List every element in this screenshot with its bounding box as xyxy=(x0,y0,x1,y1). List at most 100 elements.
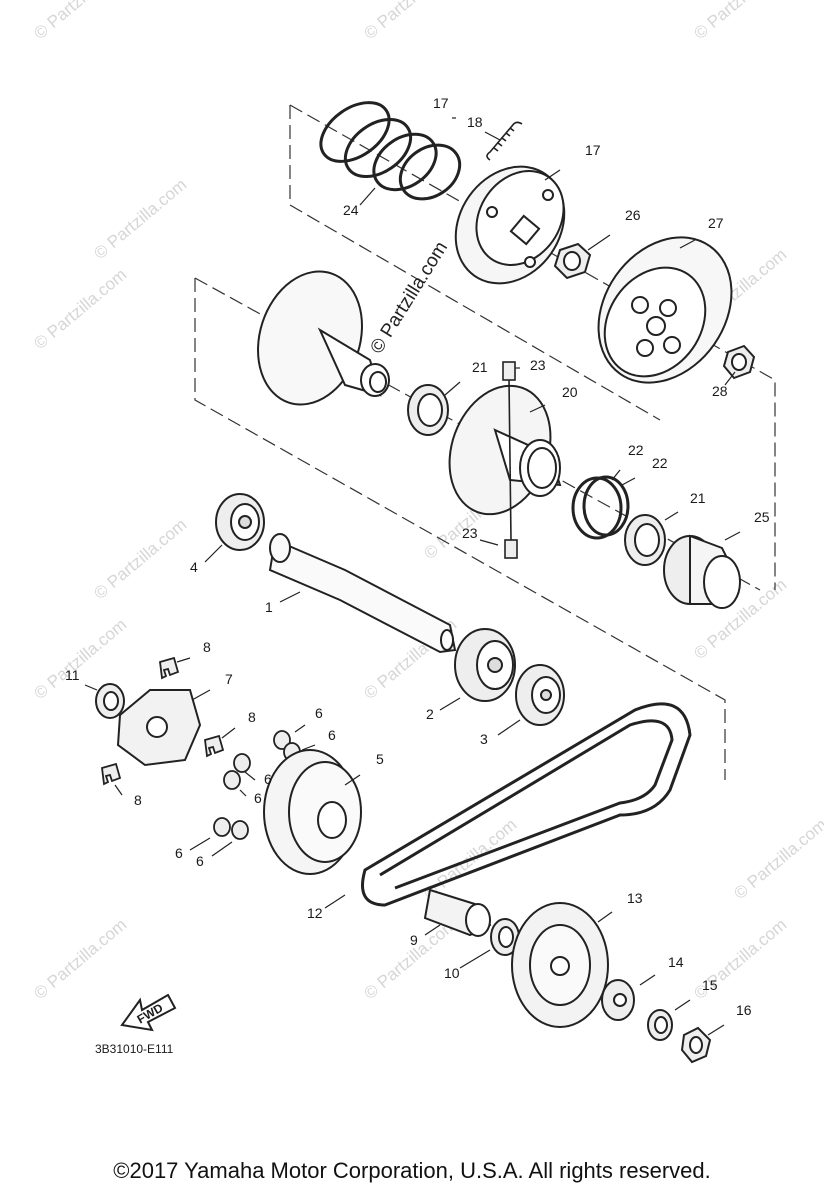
callout-label-13: 13 xyxy=(627,890,643,906)
callout-label-23: 23 xyxy=(462,525,478,541)
watermark-text: © Partzilla.com xyxy=(360,0,460,43)
callout-leader-8 xyxy=(176,657,191,663)
copyright-notice: ©2017 Yamaha Motor Corporation, U.S.A. A… xyxy=(113,1158,711,1183)
callout-leader-6 xyxy=(211,841,233,857)
callout-leader-20 xyxy=(529,404,546,413)
part-14-plate xyxy=(601,979,635,1021)
callout-leader-6 xyxy=(301,744,316,751)
part-8-sliders xyxy=(101,656,225,786)
callout-leader-22 xyxy=(611,469,621,481)
callout-leader-22 xyxy=(621,477,636,486)
callout-label-1: 1 xyxy=(265,599,273,615)
callout-label-25: 25 xyxy=(754,509,770,525)
callout-leader-23 xyxy=(479,539,499,546)
callout-label-21: 21 xyxy=(472,359,488,375)
callout-leader-8 xyxy=(114,784,123,796)
part-23-pins xyxy=(502,361,518,559)
callout-leader-13 xyxy=(597,911,613,923)
part-24-spring xyxy=(319,101,462,201)
callout-label-16: 16 xyxy=(736,1002,752,1018)
callout-leader-15 xyxy=(674,999,691,1011)
callout-label-8: 8 xyxy=(203,639,211,655)
callout-label-6: 6 xyxy=(328,727,336,743)
callout-label-17: 17 xyxy=(433,95,449,111)
callout-leader-6 xyxy=(239,789,247,797)
callout-leader-6 xyxy=(294,724,306,733)
watermark-text: © Partzilla.com xyxy=(30,265,130,353)
callout-leader-9 xyxy=(424,924,441,936)
callout-leader-24 xyxy=(359,187,376,206)
callout-leader-1 xyxy=(279,591,301,603)
part-2-bearing xyxy=(454,628,516,702)
part-28-nut xyxy=(722,344,756,380)
callout-leader-6 xyxy=(189,837,211,851)
callout-label-28: 28 xyxy=(712,383,728,399)
watermark-text: © Partzilla.com xyxy=(690,0,790,43)
callout-leader-21 xyxy=(664,511,679,521)
callout-label-2: 2 xyxy=(426,706,434,722)
callout-leader-14 xyxy=(639,974,656,986)
secondary-fixed-sheave xyxy=(257,270,390,406)
callout-leader-17 xyxy=(544,169,561,181)
part-10-washer xyxy=(490,918,520,956)
part-13-fan-sheave xyxy=(511,902,609,1028)
part-25-collar xyxy=(663,534,741,609)
callout-label-15: 15 xyxy=(702,977,718,993)
callout-leader-21 xyxy=(444,381,461,396)
part-26-nut xyxy=(553,242,592,280)
callout-leader-8 xyxy=(221,727,236,739)
part-27-clutch-housing xyxy=(597,236,733,384)
callout-label-24: 24 xyxy=(343,202,359,218)
callout-label-7: 7 xyxy=(225,671,233,687)
part-21-oil-seal-upper xyxy=(407,384,449,436)
part-5-primary-sheave xyxy=(263,749,362,875)
part-4-bearing xyxy=(215,493,265,551)
callout-label-11: 11 xyxy=(65,667,80,683)
callout-label-22: 22 xyxy=(628,442,644,458)
callout-leader-18 xyxy=(484,131,501,141)
callout-leader-7 xyxy=(191,689,211,701)
callout-label-9: 9 xyxy=(410,932,418,948)
callout-label-14: 14 xyxy=(668,954,684,970)
part-16-nut xyxy=(680,1026,712,1064)
callout-label-20: 20 xyxy=(562,384,578,400)
callout-label-8: 8 xyxy=(248,709,256,725)
site-stamp: © Partzilla.com xyxy=(366,238,452,358)
callout-leader-28 xyxy=(724,371,736,386)
callout-label-26: 26 xyxy=(625,207,641,223)
part-3-bearing xyxy=(515,664,565,726)
callout-label-23: 23 xyxy=(530,357,546,373)
callout-label-10: 10 xyxy=(444,965,460,981)
part-20-sliding-sheave xyxy=(448,384,562,516)
callout-label-12: 12 xyxy=(307,905,323,921)
callout-label-17: 17 xyxy=(585,142,601,158)
callout-leader-25 xyxy=(724,531,741,541)
callout-label-6: 6 xyxy=(175,845,183,861)
callout-label-6: 6 xyxy=(264,771,272,787)
callout-leader-10 xyxy=(459,949,491,969)
callout-leader-16 xyxy=(707,1024,725,1036)
callout-label-5: 5 xyxy=(376,751,384,767)
watermark-text: © Partzilla.com xyxy=(360,915,460,1003)
fwd-arrow-icon: FWD xyxy=(120,993,177,1032)
callout-label-22: 22 xyxy=(652,455,668,471)
part-7-cam xyxy=(116,689,202,767)
part-21-oil-seal-lower xyxy=(624,514,666,566)
callout-leader-4 xyxy=(204,544,223,563)
upper-group-frame xyxy=(289,104,776,590)
callout-leader-26 xyxy=(587,234,611,251)
part-15-washer xyxy=(647,1009,673,1041)
watermark-text: © Partzilla.com xyxy=(730,815,824,903)
callout-leader-12 xyxy=(324,894,346,909)
diagram-code: 3B31010-E111 xyxy=(95,1042,174,1056)
callout-leader-3 xyxy=(497,719,521,736)
callout-label-4: 4 xyxy=(190,559,198,575)
callout-leader-11 xyxy=(84,684,98,691)
callout-label-6: 6 xyxy=(254,790,262,806)
watermark-text: © Partzilla.com xyxy=(30,0,130,43)
callout-label-3: 3 xyxy=(480,731,488,747)
part-22-o-rings xyxy=(571,475,630,540)
watermark-text: © Partzilla.com xyxy=(30,915,130,1003)
